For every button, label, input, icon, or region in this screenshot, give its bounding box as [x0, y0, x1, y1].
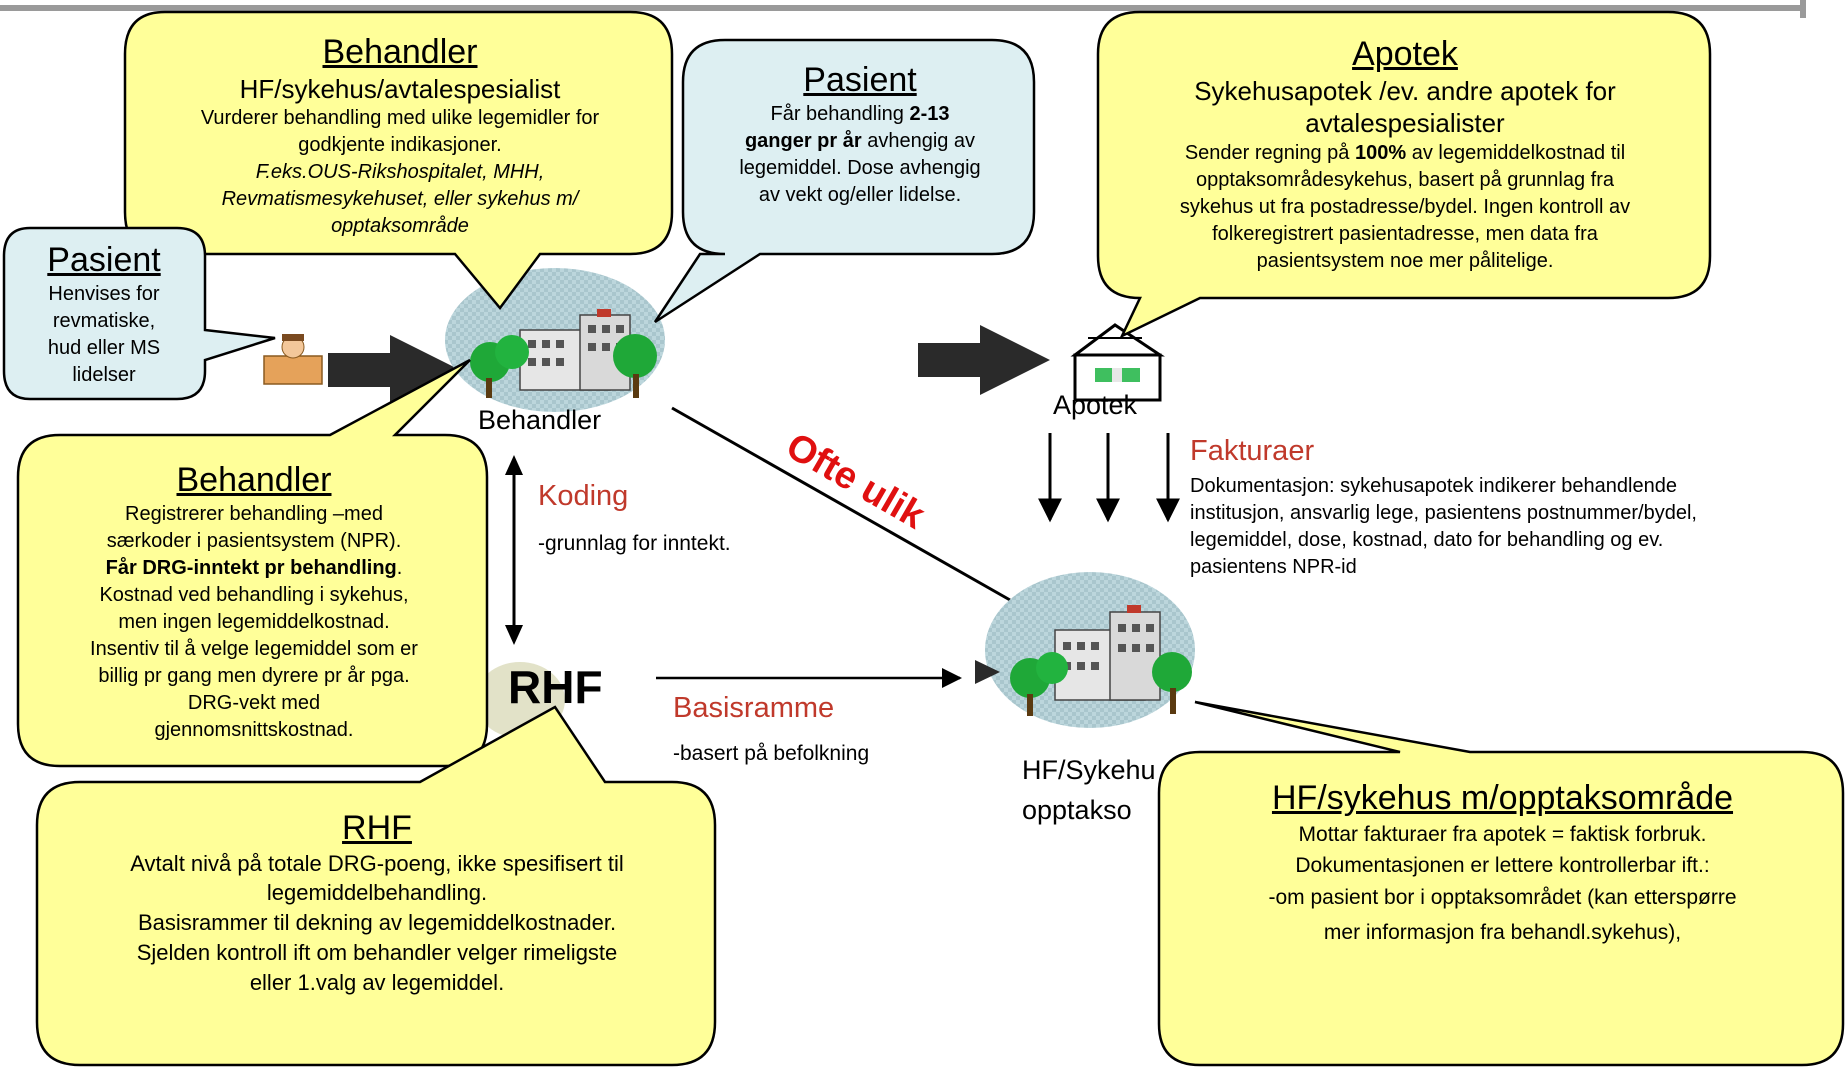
- bubble-line: folkeregistrert pasientadresse, men data…: [1212, 222, 1598, 245]
- text-run: av legemiddelkostnad til: [1406, 141, 1626, 164]
- bubble-pasient-left-shape: [2, 226, 276, 401]
- bubble-line-italic: opptaksområde: [331, 215, 469, 238]
- text-run: .: [396, 556, 403, 579]
- bubble-line: lidelser: [72, 363, 136, 386]
- behandler-node-label: Behandler: [478, 405, 602, 435]
- bubble-line: Vurderer behandling med ulike legemidler…: [200, 107, 600, 130]
- bubble-line: godkjente indikasjoner.: [298, 134, 502, 157]
- text-run: Sender regning på: [1184, 141, 1355, 164]
- bubble-subtitle: Sykehusapotek /ev. andre apotek for: [1194, 75, 1616, 106]
- basisramme-title: Basisramme: [673, 692, 835, 724]
- bubble-line: Kostnad ved behandling i sykehus,: [99, 583, 409, 606]
- bubble-line: Sender regning på 100% av legemiddelkost…: [1102, 140, 1708, 167]
- bubble-title: Pasient: [803, 61, 917, 99]
- bubble-title: Behandler: [176, 461, 332, 499]
- bubble-line: Dokumentasjonen er lettere kontrollerbar…: [1295, 854, 1710, 878]
- bubble-rhf-bottom-shape: [35, 705, 717, 1067]
- bubble-line-italic: Revmatismesykehuset, eller sykehus m/: [221, 188, 579, 211]
- bubble-line: hud eller MS: [47, 336, 161, 359]
- bubble-line: Får DRG-inntekt pr behandling.: [24, 555, 484, 582]
- bubble-line: gjennomsnittskostnad.: [154, 718, 354, 741]
- bubble-subtitle: HF/sykehus/avtalespesialist: [239, 73, 561, 104]
- bubble-line: opptaksområdesykehus, basert på grunnlag…: [1195, 168, 1615, 191]
- bubble-line: Får behandling 2-13: [690, 101, 1030, 128]
- bubble-line: legemiddelbehandling.: [266, 880, 488, 906]
- bubble-line: Registrerer behandling –med: [125, 502, 383, 525]
- rhf-node-label: RHF: [508, 661, 603, 713]
- big-arrow-patient-to-behandler: [328, 335, 460, 405]
- bubble-line: Basisrammer til dekning av legemiddelkos…: [137, 910, 617, 936]
- text-run: avhengig av: [861, 129, 976, 152]
- apotek-node-label: Apotek: [1053, 390, 1138, 420]
- bubble-line: Insentiv til å velge legemiddel som er: [90, 637, 418, 660]
- koding-title: Koding: [538, 480, 629, 512]
- text-run-bold: ganger pr år: [744, 129, 862, 152]
- bubble-line: sykehus ut fra postadresse/bydel. Ingen …: [1179, 195, 1631, 218]
- bubble-title: RHF: [342, 809, 412, 847]
- bubble-behandler-top: Behandler HF/sykehus/avtalespesialist Vu…: [130, 32, 670, 240]
- bubble-line-italic: F.eks.OUS-Rikshospitalet, MHH,: [255, 161, 545, 184]
- bubble-line: av vekt og/eller lidelse.: [758, 183, 962, 206]
- bubble-line: billig pr gang men dyrere pr år pga.: [98, 664, 410, 687]
- bubble-line: mer informasjon fra behandl.sykehus),: [1323, 921, 1682, 945]
- bubble-pasient-left: Pasient Henvises for revmatiske, hud ell…: [6, 240, 202, 389]
- bubble-line: men ingen legemiddelkostnad.: [118, 610, 390, 633]
- fakturaer-title: Fakturaer: [1190, 435, 1315, 467]
- bubble-line: pasientsystem noe mer pålitelige.: [1256, 249, 1554, 272]
- bubble-hf-bottom: HF/sykehus m/opptaksområde Mottar faktur…: [1165, 778, 1840, 953]
- text-run: Får behandling: [770, 102, 910, 125]
- bubble-hf-bottom-shape: [1157, 700, 1845, 1067]
- fakturaer-line: legemiddel, dose, kostnad, dato for beha…: [1190, 529, 1664, 551]
- bubble-apotek-top-shape: [1096, 10, 1712, 339]
- bubble-apotek-top: Apotek Sykehusapotek /ev. andre apotek f…: [1102, 34, 1708, 275]
- fakturaer-text: Dokumentasjon: sykehusapotek indikerer b…: [1190, 473, 1830, 581]
- bubble-behandler-left: Behandler Registrerer behandling –med sæ…: [24, 460, 484, 744]
- big-arrow-to-apotek: [918, 325, 1050, 395]
- bubble-subtitle: avtalespesialister: [1305, 108, 1505, 139]
- koding-text: -grunnlag for inntekt.: [538, 532, 731, 555]
- bubble-rhf-bottom: RHF Avtalt nivå på totale DRG-poeng, ikk…: [42, 808, 712, 997]
- bubble-pasient-top: Pasient Får behandling 2-13 ganger pr år…: [690, 60, 1030, 209]
- bubble-pasient-top-shape: [653, 38, 1036, 324]
- hf-node-label-line2: opptakso: [1022, 795, 1132, 825]
- bubble-line: DRG-vekt med: [187, 691, 321, 714]
- bubble-title: HF/sykehus m/opptaksområde: [1271, 779, 1734, 817]
- bubble-line: ganger pr år avhengig av: [690, 128, 1030, 155]
- bubble-line: Henvises for: [48, 282, 160, 305]
- fakturaer-line: Dokumentasjon: sykehusapotek indikerer b…: [1190, 475, 1677, 497]
- bubble-line: Sjelden kontroll ift om behandler velger…: [136, 939, 618, 965]
- bubble-line: Mottar fakturaer fra apotek = faktisk fo…: [1298, 822, 1707, 846]
- bubble-line: særkoder i pasientsystem (NPR).: [106, 529, 402, 552]
- bubble-line: eller 1.valg av legemiddel.: [249, 969, 505, 995]
- fakturaer-line: institusjon, ansvarlig lege, pasientens …: [1190, 502, 1697, 524]
- hospital-hf-icon: [975, 572, 1195, 728]
- bubble-title: Apotek: [1352, 35, 1458, 73]
- basisramme-text: -basert på befolkning: [673, 742, 870, 765]
- hf-node-label-line1: HF/Sykehu: [1022, 755, 1156, 785]
- pharmacy-icon: [1070, 323, 1165, 402]
- bubble-line: revmatiske,: [52, 309, 156, 332]
- fakturaer-line: pasientens NPR-id: [1190, 556, 1357, 578]
- bubble-title: Behandler: [322, 33, 478, 71]
- bubble-title: Pasient: [47, 241, 161, 279]
- ofte-ulik-line: [671, 406, 1011, 602]
- person-icon: [263, 334, 323, 385]
- text-run-bold: 2-13: [909, 102, 950, 125]
- bubble-line: -om pasient bor i opptaksområdet (kan et…: [1268, 885, 1737, 909]
- text-run-bold: 100%: [1354, 141, 1407, 164]
- bubble-behandler-top-shape: [123, 10, 674, 311]
- bubble-line: Avtalt nivå på totale DRG-poeng, ikke sp…: [130, 850, 624, 876]
- hospital-behandler-icon: [445, 268, 665, 412]
- text-run-bold: Får DRG-inntekt pr behandling: [105, 556, 397, 579]
- bubble-line: legemiddel. Dose avhengig: [739, 156, 981, 179]
